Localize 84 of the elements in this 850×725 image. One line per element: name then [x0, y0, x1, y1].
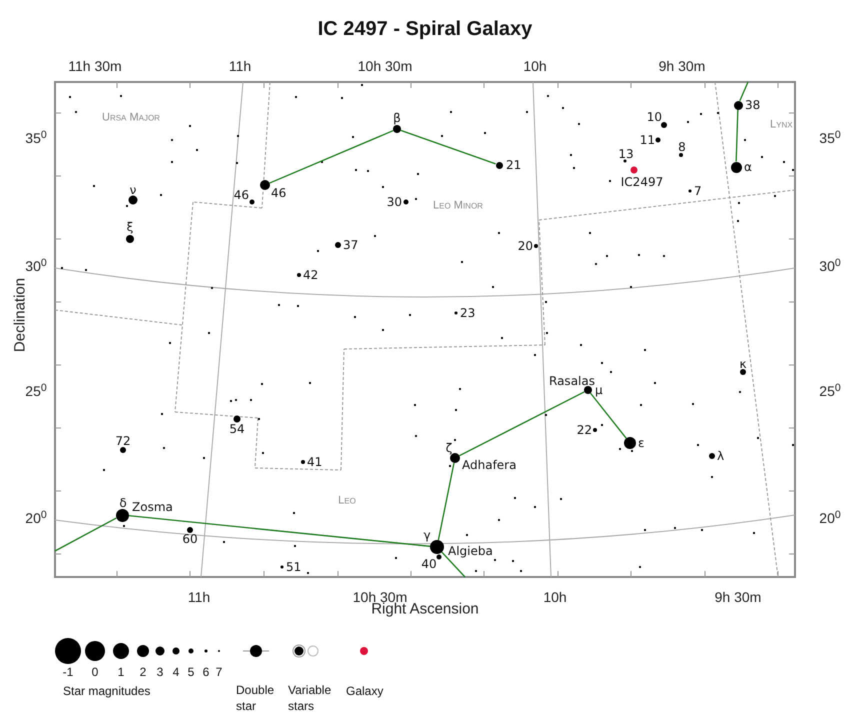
star-label: IC2497 — [620, 176, 664, 188]
star-label: 20 — [518, 240, 533, 252]
star-name: Rasalas — [549, 375, 595, 387]
star-label: 60 — [182, 533, 198, 545]
legend-label: -1 — [62, 666, 74, 678]
star-name: γ — [423, 529, 431, 541]
legend-label: 1 — [118, 666, 124, 678]
legend-label: 0 — [92, 666, 98, 678]
constellation-name: Leo Minor — [433, 200, 483, 212]
constellation-line — [438, 462, 455, 540]
star-label: 10 — [646, 111, 662, 123]
axis-tick-label: 10h — [523, 59, 547, 73]
legend-label: 4 — [172, 666, 180, 678]
star-label: 11 — [640, 134, 655, 146]
star-label: 30 — [386, 196, 402, 208]
star-label: 41 — [307, 456, 322, 468]
star-label: ξ — [126, 221, 134, 233]
axis-tick-label: 30$^{0}$ — [25, 259, 47, 273]
star-name: ε — [638, 437, 644, 449]
axis-tick-label: 9h 30m — [658, 59, 706, 73]
axis-tick-label: 11h — [188, 590, 210, 604]
star-label: 40 — [421, 558, 437, 570]
star-name: 46 — [271, 187, 286, 199]
axis-tick-label: 10h 30m — [358, 59, 412, 73]
constellation-name: Lynx — [770, 120, 793, 130]
legend-label: 7 — [216, 666, 222, 678]
star-label: ν — [130, 184, 136, 196]
constellation-line — [441, 552, 466, 578]
constellation-line — [590, 392, 627, 439]
star-name: 21 — [506, 159, 522, 171]
legend-label: 5 — [188, 666, 194, 678]
axis-title: Right Ascension — [371, 602, 479, 616]
star-label: 7 — [694, 185, 702, 197]
star-name: Algieba — [448, 545, 493, 557]
star-label: 23 — [460, 307, 476, 319]
constellation-line — [54, 518, 117, 552]
star-name: Adhafera — [462, 459, 516, 471]
star-label: 8 — [678, 141, 686, 153]
constellation-line — [128, 515, 430, 547]
star-label: 22 — [576, 424, 592, 436]
star-label: 51 — [286, 561, 302, 573]
star-name: ζ — [446, 442, 452, 454]
legend-label: Variable stars — [288, 682, 332, 714]
legend-label: 3 — [156, 666, 164, 678]
constellation-name: Ursa Major — [102, 112, 160, 124]
legend-label: Galaxy — [346, 683, 384, 699]
star-name: μ — [595, 384, 603, 396]
axis-tick-label: 25$^{0}$ — [25, 384, 47, 398]
star-name: 38 — [745, 99, 760, 111]
star-label: 42 — [303, 269, 318, 281]
star-label: 46 — [234, 189, 249, 201]
star-label: κ — [739, 358, 747, 370]
axis-title: Declination — [12, 278, 28, 352]
legend-title: Star magnitudes — [63, 685, 150, 697]
axis-tick-label: 10h — [543, 590, 567, 604]
constellation-line — [459, 391, 585, 456]
constellation-name: Leo — [338, 496, 356, 506]
axis-tick-label: 20$^{0}$ — [819, 511, 841, 525]
legend-label: Double star — [236, 682, 276, 714]
constellation-line — [739, 82, 749, 102]
axis-tick-label: 35$^{0}$ — [819, 131, 841, 145]
constellation-line — [269, 130, 394, 184]
axis-tick-label: 35$^{0}$ — [25, 131, 47, 145]
axis-tick-label: 11h 30m — [68, 59, 122, 73]
star-label: 13 — [618, 148, 634, 160]
axis-tick-label: 20$^{0}$ — [25, 511, 47, 525]
star-label: λ — [717, 450, 724, 462]
legend-label: 2 — [140, 666, 146, 678]
constellation-line — [736, 109, 738, 162]
star-label: 37 — [343, 239, 358, 251]
star-label: 72 — [115, 435, 131, 447]
legend-label: 6 — [202, 666, 210, 678]
chart-title: IC 2497 - Spiral Galaxy — [318, 18, 532, 40]
star-name: α — [744, 161, 752, 173]
axis-tick-label: 11h — [228, 59, 252, 73]
star-name: Zosma — [132, 501, 173, 513]
axis-tick-label: 25$^{0}$ — [819, 384, 841, 398]
star-name: δ — [119, 497, 127, 509]
star-name: β — [393, 112, 401, 124]
axis-tick-label: 9h 30m — [714, 590, 762, 604]
constellation-line — [400, 130, 496, 164]
axis-tick-label: 30$^{0}$ — [819, 259, 841, 273]
star-label: 54 — [229, 423, 245, 435]
axis-tick-label: 10h 30m — [352, 590, 408, 604]
